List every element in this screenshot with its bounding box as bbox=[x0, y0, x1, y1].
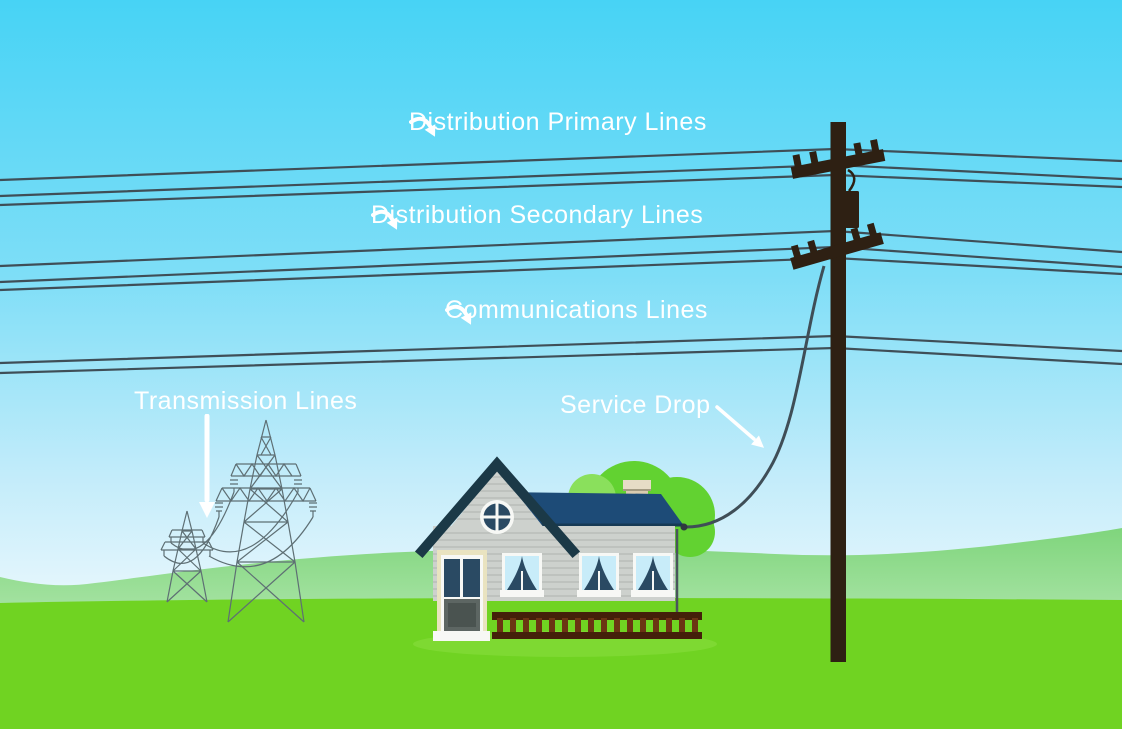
gable-roof-trim bbox=[414, 456, 581, 559]
house-window bbox=[577, 553, 621, 597]
straight-down-arrow-icon bbox=[199, 414, 215, 518]
straight-down-right-arrow-icon bbox=[715, 405, 765, 448]
transmission-tower-small bbox=[160, 510, 214, 603]
front-door bbox=[433, 550, 490, 641]
label-service-drop: Service Drop bbox=[560, 391, 711, 420]
crossarm-brace bbox=[847, 168, 856, 192]
pole-transformer bbox=[845, 191, 859, 228]
label-text: Distribution Primary Lines bbox=[409, 108, 707, 136]
curved-down-right-arrow-icon bbox=[445, 304, 472, 325]
label-text: Distribution Secondary Lines bbox=[371, 201, 704, 229]
service-drop-wire bbox=[680, 265, 826, 531]
label-transmission-lines: Transmission Lines bbox=[134, 387, 357, 416]
label-text: Service Drop bbox=[560, 391, 711, 419]
transmission-towers bbox=[160, 419, 317, 623]
label-text: Communications Lines bbox=[445, 296, 708, 324]
label-communications-lines: Communications Lines bbox=[445, 296, 708, 325]
pole-trunk bbox=[830, 122, 846, 662]
house-window bbox=[500, 553, 544, 597]
round-window bbox=[480, 500, 514, 534]
pole-crossarm-top bbox=[790, 139, 886, 179]
service-attachment-knob bbox=[680, 523, 688, 531]
utility-pole bbox=[790, 122, 886, 662]
label-text: Transmission Lines bbox=[134, 387, 358, 415]
transmission-span-wires bbox=[163, 491, 314, 568]
label-distribution-secondary-lines: Distribution Secondary Lines bbox=[371, 201, 703, 230]
pole-crossarm-bottom bbox=[790, 222, 884, 270]
label-distribution-primary-lines: Distribution Primary Lines bbox=[409, 108, 707, 137]
house-window bbox=[631, 553, 675, 597]
house bbox=[414, 456, 702, 641]
transmission-tower-large bbox=[215, 419, 317, 623]
porch-fence bbox=[492, 612, 702, 639]
curved-down-right-arrow-icon bbox=[371, 209, 398, 230]
curved-down-right-arrow-icon bbox=[409, 116, 436, 137]
door-step bbox=[433, 631, 490, 641]
